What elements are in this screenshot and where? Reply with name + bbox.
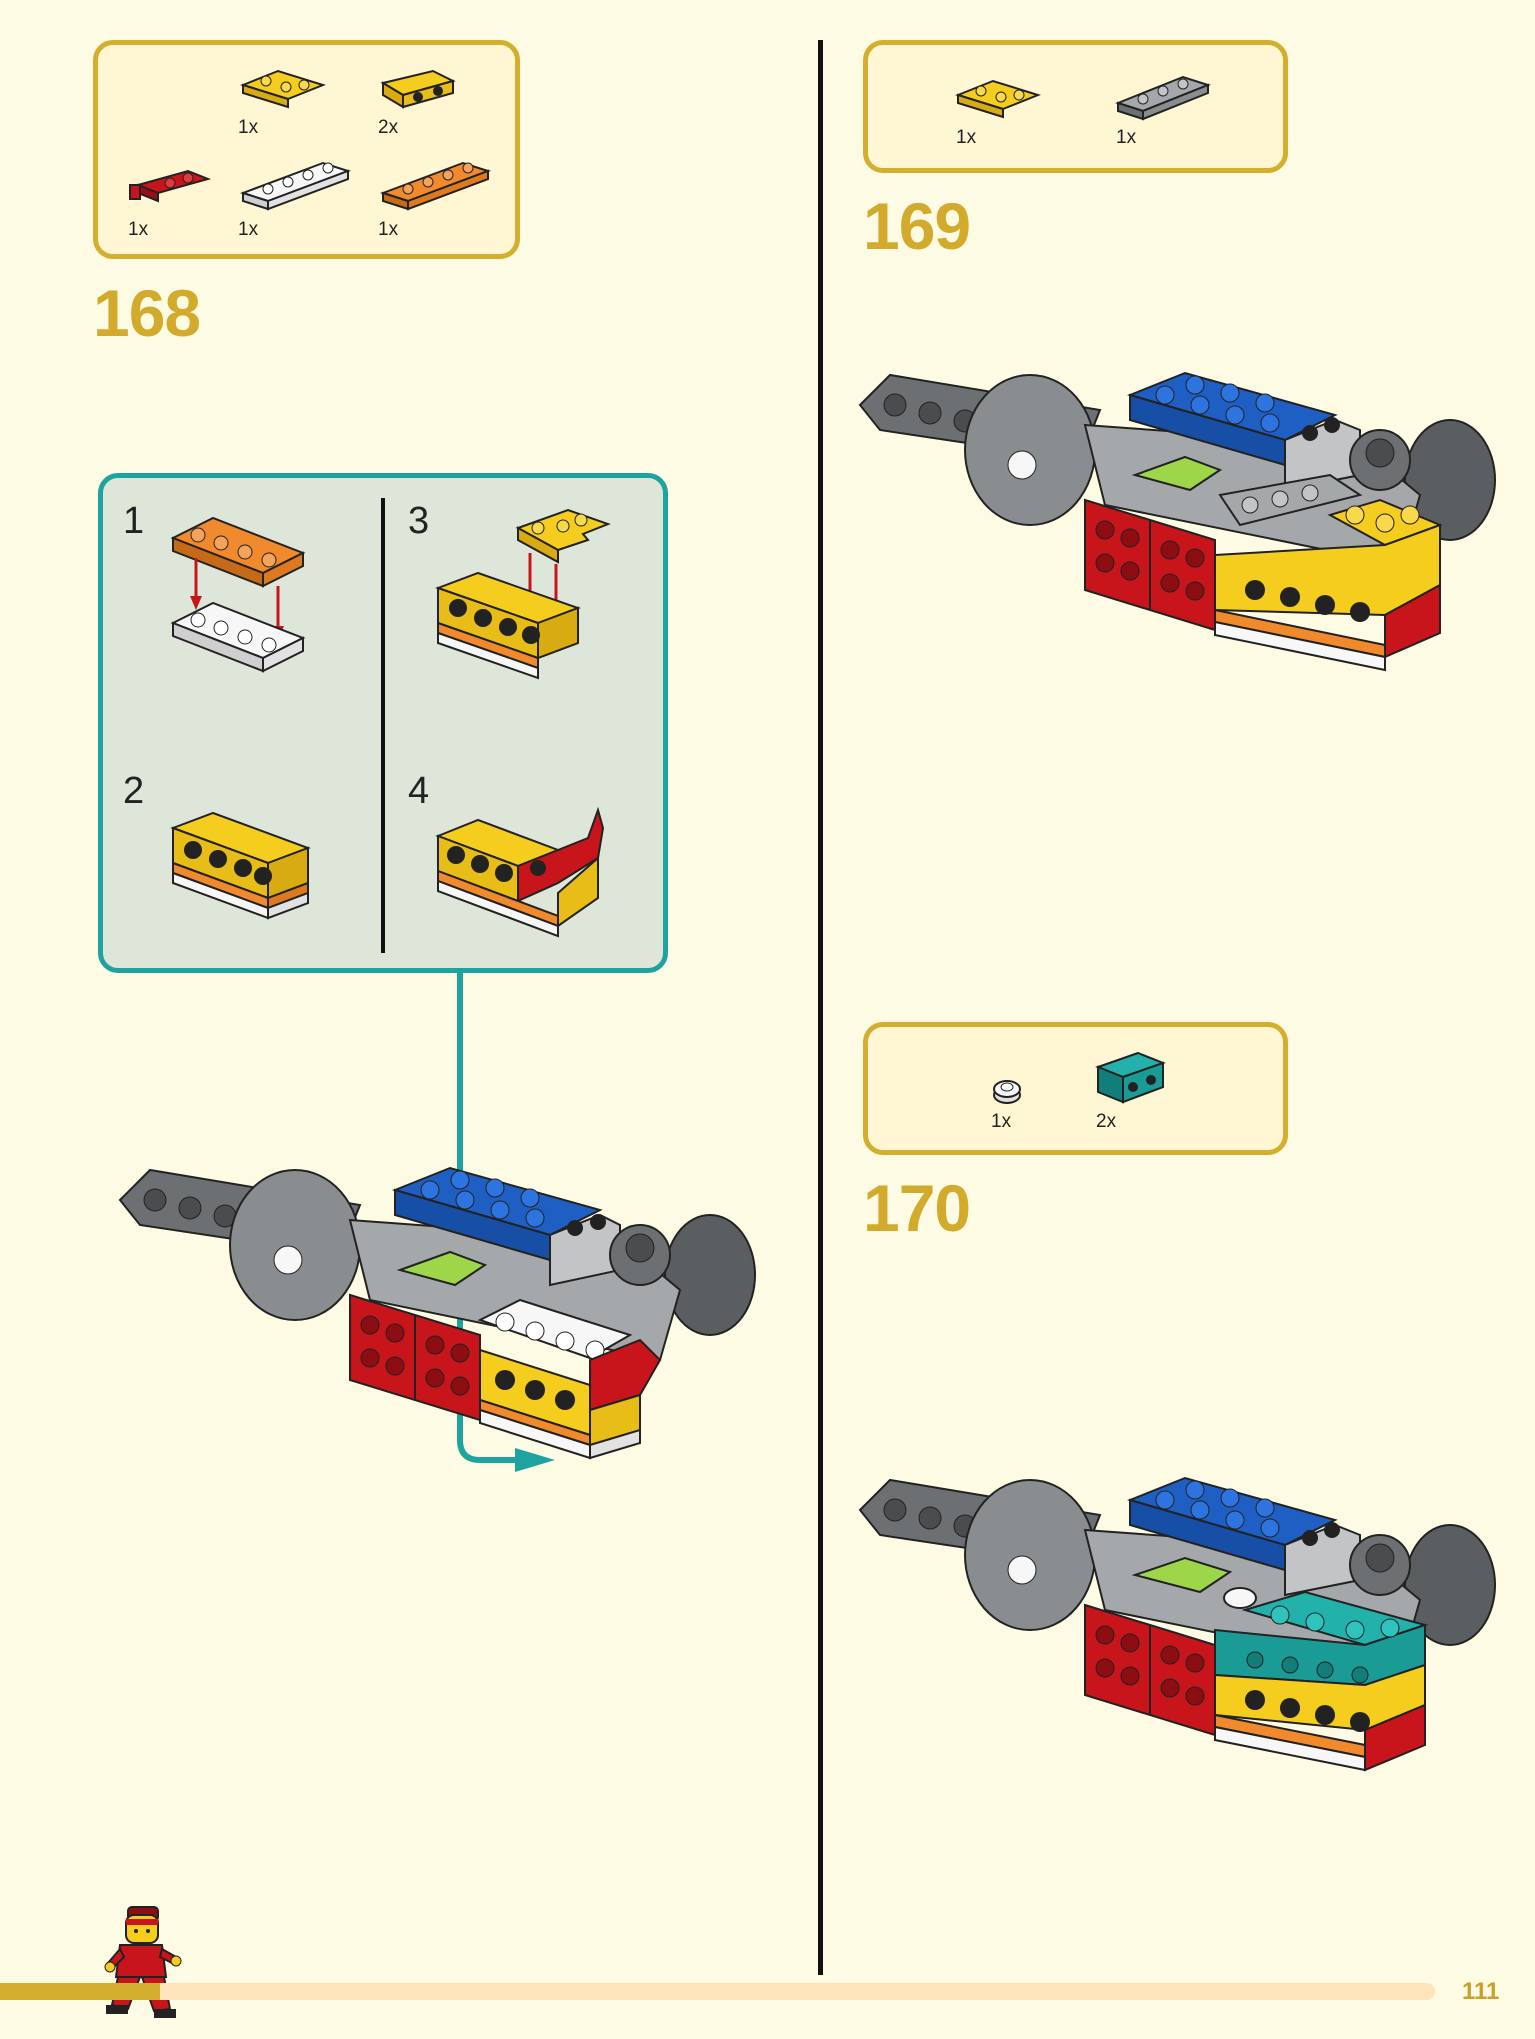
part-qty: 1x	[128, 219, 149, 240]
red-clip-plate-icon	[129, 169, 212, 203]
step-number: 169	[863, 189, 971, 263]
step-number: 168	[93, 276, 201, 350]
substep-number: 3	[408, 500, 430, 542]
part-qty: 1x	[378, 219, 399, 240]
column-divider	[818, 40, 823, 1975]
white-round-plate-icon	[993, 1080, 1021, 1104]
gray-plate-1x3-icon	[1115, 75, 1211, 121]
substep-number: 4	[408, 770, 430, 812]
parts-list-step-168: 1x 2x 1x 1x 1x	[93, 40, 520, 259]
part-qty: 1x	[238, 219, 259, 240]
substep-2-illustration	[170, 811, 311, 920]
part-qty: 2x	[1096, 1111, 1117, 1132]
model-step-170	[858, 1476, 1496, 1772]
part-qty: 1x	[1116, 127, 1137, 148]
substep-number: 2	[123, 770, 145, 812]
part-qty: 1x	[238, 117, 259, 138]
orange-plate-1x4-icon	[379, 161, 492, 211]
callout-divider	[381, 498, 385, 953]
parts-list-step-170: 1x 2x	[863, 1022, 1288, 1155]
progress-fill	[0, 1983, 160, 2000]
model-step-168	[118, 1166, 756, 1460]
substep-4-illustration	[435, 806, 605, 938]
step-number: 170	[863, 1171, 971, 1245]
teal-bracket-icon	[1095, 1051, 1166, 1104]
model-step-169	[858, 371, 1496, 672]
subassembly-callout: 1 2 3 4	[98, 473, 668, 973]
progress-track	[0, 1983, 1435, 2000]
parts-list-step-169: 1x 1x	[863, 40, 1288, 173]
yellow-corner-plate-icon	[955, 79, 1041, 119]
white-plate-1x4-icon	[239, 161, 352, 211]
substep-3-illustration	[435, 508, 611, 680]
yellow-corner-plate-icon	[240, 69, 326, 109]
page-number: 111	[1462, 1978, 1500, 2005]
part-qty: 1x	[991, 1111, 1012, 1132]
part-qty: 1x	[956, 127, 977, 148]
yellow-bracket-plate-icon	[380, 69, 456, 109]
substep-1-illustration	[170, 516, 306, 673]
part-qty: 2x	[378, 117, 399, 138]
substep-number: 1	[123, 500, 145, 542]
minifigure-icon	[104, 1906, 182, 2018]
